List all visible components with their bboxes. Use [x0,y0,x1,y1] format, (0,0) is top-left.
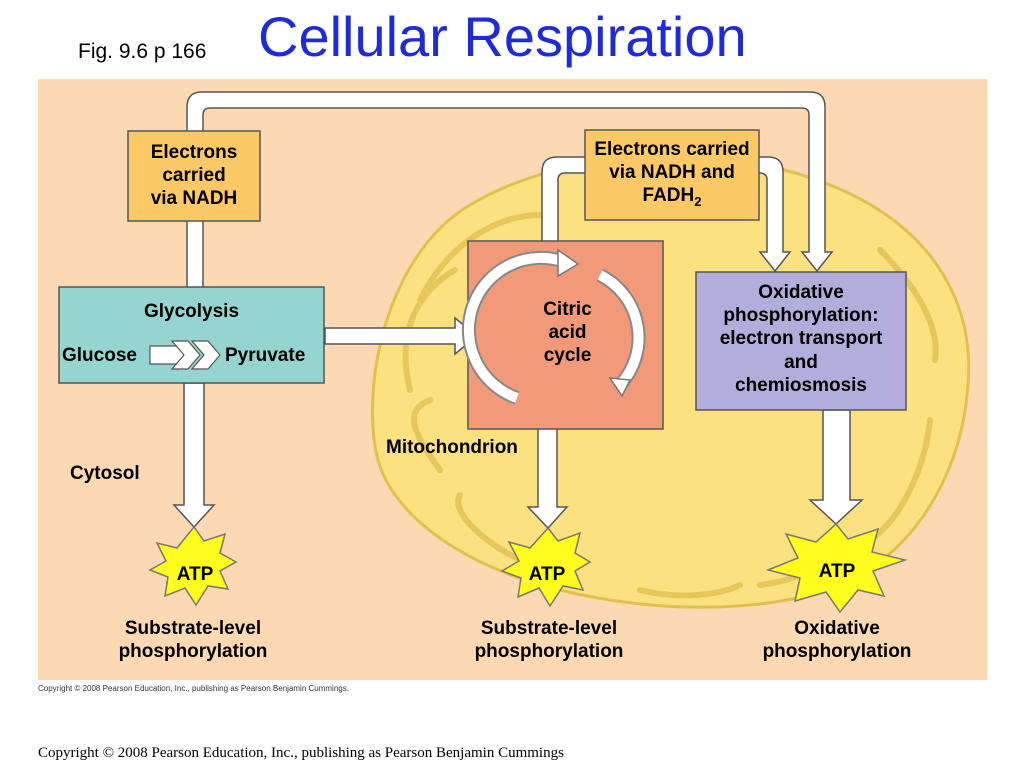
glucose-pyruvate-chevrons [149,339,221,371]
inner-loop-arrow [541,156,792,273]
atp-label-middle: ATP [528,564,566,585]
atp-burst-right [765,522,908,614]
nadh-box-label: Electrons carried via NADH [150,142,238,210]
oxphos-atp-arrow [808,409,864,526]
oxphos-box [695,271,907,411]
figure-copyright: Copyright © 2008 Pearson Education, Inc.… [38,684,349,693]
output-left-label: Substrate-level phosphorylation [118,618,268,663]
citric-cycle-arrows [461,248,646,405]
cytosol-label: Cytosol [70,463,140,484]
nadh-fadh2-box-label: Electrons carried via NADH and FADH2 [594,139,750,210]
pyruvate-label: Pyruvate [225,345,306,366]
glycolysis-box [58,286,325,384]
citric-acid-cycle-label: Citric acid cycle [543,299,592,367]
nadh-box [127,130,261,222]
citric-atp-arrow [526,427,569,530]
atp-burst-middle [500,526,592,608]
atp-label-right: ATP [818,561,856,582]
glucose-label: Glucose [62,345,137,366]
output-middle-label: Substrate-level phosphorylation [474,618,624,663]
page-title: Cellular Respiration [258,5,747,68]
glycolysis-label: Glycolysis [143,301,240,322]
output-right-label: Oxidative phosphorylation [762,618,912,663]
glycolysis-atp-arrow [172,382,216,529]
top-loop-arrow [186,91,834,291]
oxphos-box-label: Oxidative phosphorylation: electron tran… [719,282,883,396]
slide-copyright: Copyright © 2008 Pearson Education, Inc.… [38,745,564,761]
nadh-fadh2-box [584,129,760,221]
mitochondrion-label: Mitochondrion [386,437,518,458]
atp-burst-left [148,525,238,607]
figure-reference: Fig. 9.6 p 166 [78,40,207,63]
atp-label-left: ATP [176,564,214,585]
